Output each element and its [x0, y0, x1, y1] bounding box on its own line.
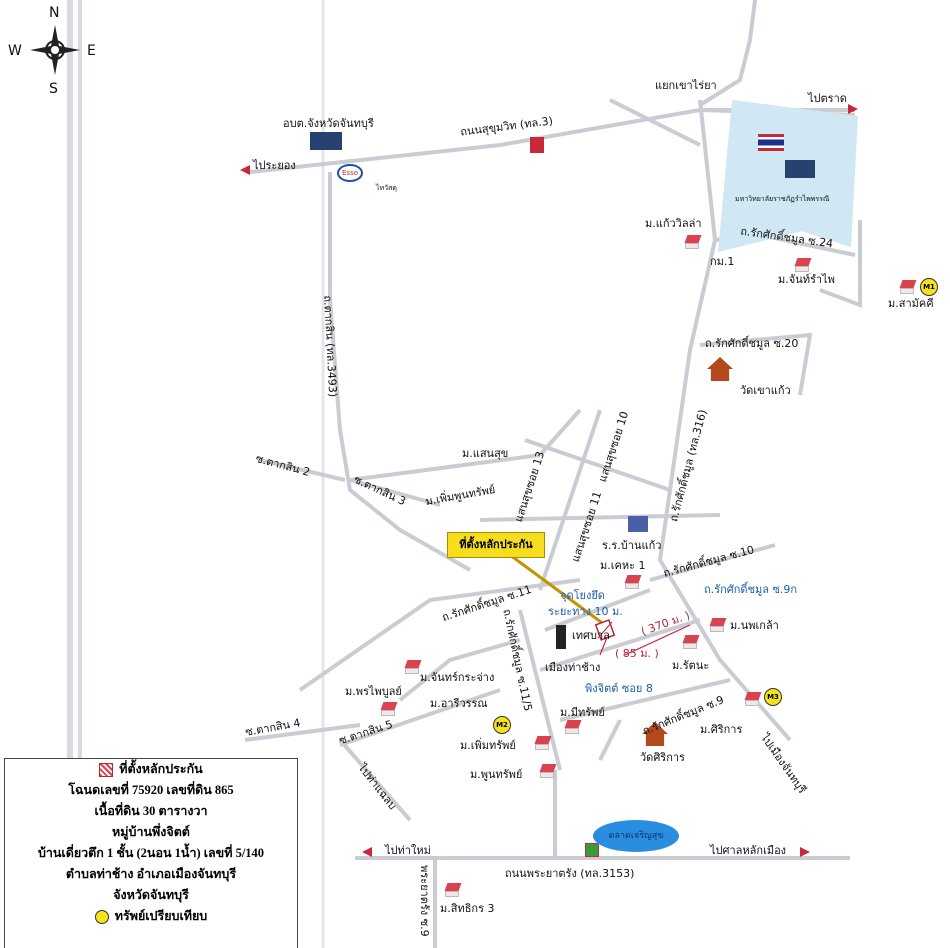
- direction-thamai: ไปท่าใหม่: [385, 844, 431, 857]
- wat-khaokaeo-label: วัดเขาแก้ว: [740, 384, 791, 397]
- house-icon: [530, 736, 550, 750]
- seven-eleven-icon: [585, 843, 599, 857]
- direction-lakmueang: ไปศาลหลักเมือง: [710, 844, 787, 857]
- house-icon: [535, 764, 555, 778]
- village-sitthikorn3: ม.สิทธิกร 3: [440, 902, 495, 915]
- marker-m3: M3: [764, 688, 782, 706]
- legend-site: ที่ตั้งหลักประกัน: [5, 759, 297, 780]
- legend-village: หมู่บ้านพึ่งจิตต์: [112, 825, 190, 839]
- legend-comparable-label: ทรัพย์เปรียบเทียบ: [114, 909, 208, 923]
- village-kaeovilla: ม.แก้ววิลล่า: [645, 217, 702, 230]
- junction-label: แยกเขาไร่ยา: [655, 79, 717, 92]
- village-kheha1: ม.เคหะ 1: [600, 559, 646, 572]
- anchor-point-label: จุดโยงยึด: [560, 589, 605, 602]
- thaiwatsadu-label: ไทวัสดุ: [376, 184, 397, 192]
- comparable-marker-icon: [94, 910, 109, 925]
- municipal-label-2: เมืองท่าช้าง: [545, 661, 601, 674]
- village-rattana: ม.รัตนะ: [672, 659, 710, 672]
- road-rak20: ถ.รักศักดิ์ชมูล ซ.20: [705, 337, 799, 350]
- house-icon: [560, 720, 580, 734]
- legend-house: บ้านเดี่ยวตึก 1 ชั้น (2นอน 1น้ำ) เลขที่ …: [37, 846, 265, 860]
- road-phraya9: พระยาตรัง ซ.9: [418, 865, 431, 937]
- house-icon: [400, 660, 420, 674]
- village-samakkhi: ม.สามัคคี: [888, 297, 934, 310]
- university-building-icon: [785, 160, 815, 178]
- legend-province: จังหวัดจันทบุรี: [113, 888, 189, 902]
- village-chanramphai: ม.จันท์รำไพ: [778, 273, 835, 286]
- municipal-label: เทศบาล: [572, 629, 610, 642]
- sao-label: อบต.จังหวัดจันทบุรี: [283, 117, 374, 130]
- village-saensuk: ม.แสนสุข: [462, 447, 509, 460]
- arrow-left-icon: [362, 847, 372, 857]
- village-phoemsap: ม.เพิ่มทรัพย์: [460, 739, 516, 752]
- compass-w: W: [8, 43, 22, 59]
- direction-rayong: ไประยอง: [253, 159, 296, 172]
- hatched-site-icon: [99, 763, 114, 778]
- house-icon: [895, 280, 915, 294]
- legend-box: ที่ตั้งหลักประกัน โฉนดเลขที่ 75920 เลขที…: [4, 758, 298, 948]
- arrow-right-icon: [800, 847, 810, 857]
- village-areewan: ม.อารีวรรณ: [430, 697, 488, 710]
- distance-370m-line: [624, 624, 691, 656]
- house-icon: [620, 575, 640, 589]
- legend-area: เนื้อที่ดิน 30 ตารางวา: [94, 804, 208, 818]
- anchor-distance-label: ระยะทาง 10 ม.: [548, 605, 623, 618]
- compass-e: E: [87, 43, 96, 59]
- km1-label: กม.1: [710, 255, 735, 268]
- school-icon: [628, 516, 648, 532]
- wat-sirikan-label: วัดศิริการ: [640, 751, 685, 764]
- compass-s: S: [49, 81, 58, 97]
- legend-district: ตำบลท่าช้าง อำเภอเมืองจันทบุรี: [65, 867, 237, 881]
- house-icon: [678, 635, 698, 649]
- compass-rose-icon: [30, 25, 80, 75]
- village-phunsap: ม.พูนทรัพย์: [470, 768, 523, 781]
- marker-m1: M1: [920, 278, 938, 296]
- marker-m2: M2: [493, 716, 511, 734]
- arrow-left-icon: [240, 165, 250, 175]
- compass-n: N: [49, 5, 60, 21]
- school-label: ร.ร.บ้านแก้ว: [602, 539, 662, 552]
- village-chankrachang: ม.จันทร์กระจ่าง: [420, 671, 495, 684]
- house-icon: [705, 618, 725, 632]
- market-label: ตลาดเจริญสุข: [593, 820, 679, 852]
- direction-trat: ไปตราด: [808, 92, 847, 105]
- road-pingjit8: พิงจิตต์ ซอย 8: [585, 682, 653, 695]
- village-meesap: ม.มีทรัพย์: [560, 706, 605, 719]
- arrow-right-icon: [848, 104, 858, 114]
- legend-deed: โฉนดเลขที่ 75920 เลขที่ดิน 865: [68, 783, 234, 797]
- landmark-icon: [530, 137, 544, 153]
- university-label: มหาวิทยาลัยราชภัฏรำไพพรรณี: [735, 195, 830, 203]
- house-icon: [790, 258, 810, 272]
- house-icon: [680, 235, 700, 249]
- thai-flag-icon: [758, 134, 784, 151]
- house-icon: [440, 883, 460, 897]
- esso-logo-icon: Esso: [337, 164, 363, 182]
- legend-site-label: ที่ตั้งหลักประกัน: [119, 762, 203, 776]
- village-sirikan: ม.ศิริการ: [700, 723, 743, 736]
- collateral-callout: ที่ตั้งหลักประกัน: [447, 532, 545, 558]
- village-pornpaiboon: ม.พรไพบูลย์: [345, 685, 402, 698]
- house-icon: [376, 702, 396, 716]
- house-icon: [740, 692, 760, 706]
- municipal-building-icon: [556, 625, 566, 649]
- road-rak9k: ถ.รักศักดิ์ชมูล ซ.9ก: [704, 583, 798, 596]
- sao-building-icon: [310, 132, 342, 150]
- village-noppakao: ม.นพเกล้า: [730, 619, 779, 632]
- legend-comparable: ทรัพย์เปรียบเทียบ: [5, 906, 297, 927]
- distance-85m-label: ( 85 ม. ): [615, 647, 659, 660]
- road-phraya: ถนนพระยาตรัง (ทล.3153): [505, 867, 635, 880]
